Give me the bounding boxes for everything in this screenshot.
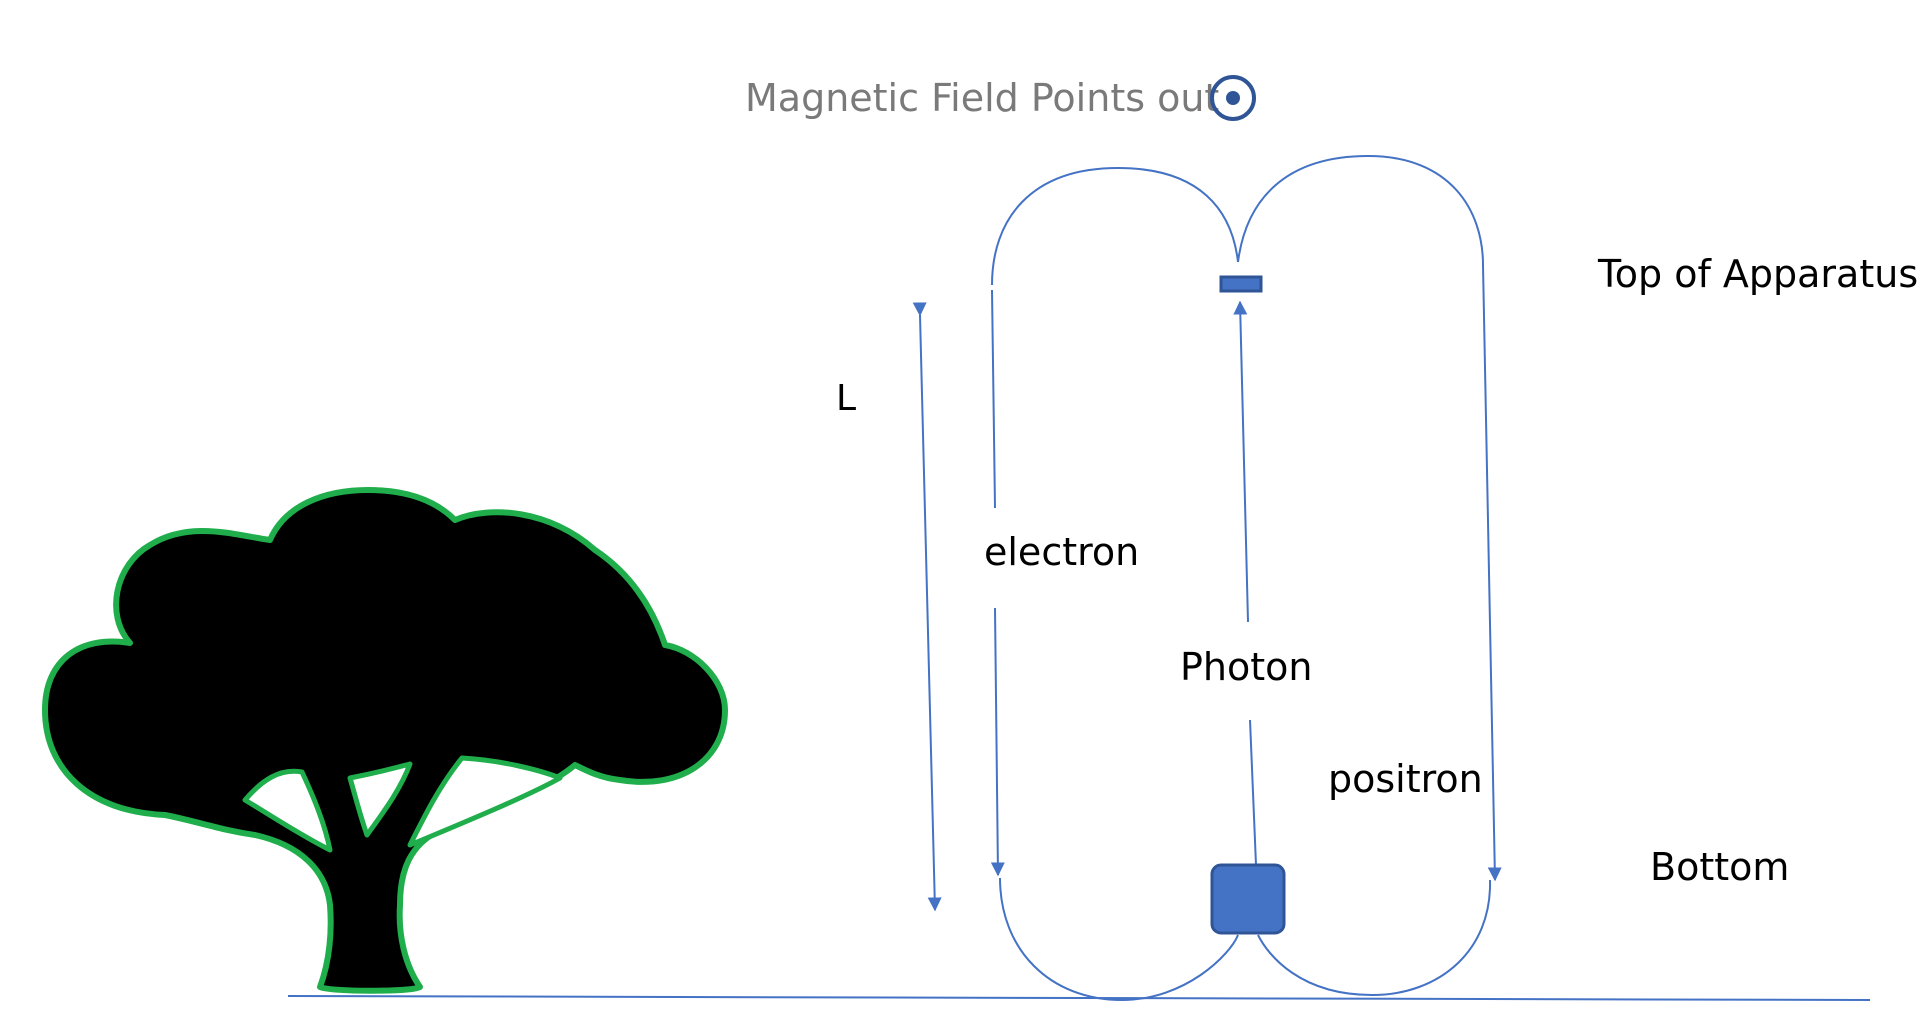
photon-line-lower [1249,719,1257,866]
positron-label: positron [1328,757,1483,801]
positron-top-arc [1237,154,1484,266]
magnetic-field-title: Magnetic Field Points out [745,76,1219,120]
collision-plate [1219,275,1263,293]
length-arrow [912,302,942,912]
bottom-label: Bottom [1650,845,1789,889]
tree-icon [42,487,728,994]
dot-in-circle-icon [1210,75,1256,121]
ground-line [287,995,1871,1001]
tree-gap-left [242,768,333,853]
electron-top-arc [991,166,1239,286]
photon-source-box [1210,863,1286,935]
top-of-apparatus-label: Top of Apparatus [1597,252,1918,296]
electron-line-lower [990,607,1005,877]
tree-gap-right [407,755,563,848]
positron-bottom-arc [1257,879,1492,997]
photon-label: Photon [1180,645,1312,689]
electron-line-upper [991,289,996,509]
positron-line [1482,264,1502,882]
tree-gap-middle [347,761,413,838]
length-label: L [836,378,856,419]
electron-label: electron [984,530,1139,574]
photon-line-upper [1233,300,1249,623]
electron-bottom-arc [999,877,1239,1002]
